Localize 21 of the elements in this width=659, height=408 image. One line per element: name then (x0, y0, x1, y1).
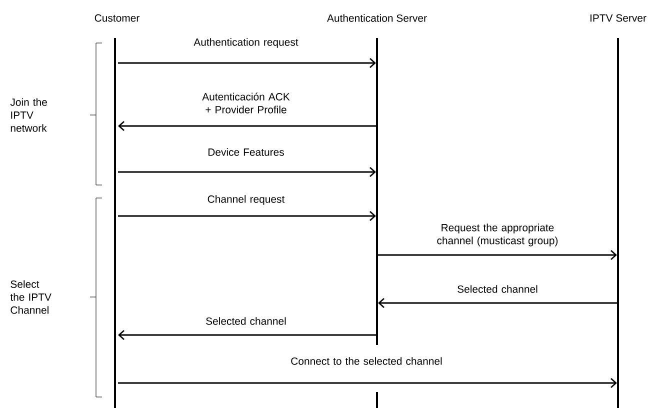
arrow (118, 211, 376, 221)
arrow (118, 378, 617, 388)
arrow (118, 330, 376, 340)
participant-label: Authentication Server (327, 14, 427, 22)
arrow (118, 121, 376, 131)
message-label: Autenticación ACK + Provider Profile (202, 92, 290, 114)
message-label: Device Features (208, 148, 284, 156)
phase-label: Join the IPTV network (10, 98, 47, 132)
arrow (378, 250, 617, 260)
message-label: Selected channel (206, 317, 286, 325)
phase-label: Select the IPTV Channel (10, 280, 52, 314)
message-label: Selected channel (458, 285, 538, 293)
message-label: Channel request (208, 195, 285, 205)
message-label: Authentication request (194, 38, 298, 48)
arrow (118, 58, 376, 68)
arrow (118, 167, 376, 177)
arrow (378, 298, 617, 308)
message-label: Request the appropriate channel (musticast group) (437, 224, 558, 246)
message-label: Connect to the selected channel (291, 357, 442, 365)
participant-label: Customer (94, 14, 140, 22)
participant-label: IPTV Server (590, 14, 646, 22)
